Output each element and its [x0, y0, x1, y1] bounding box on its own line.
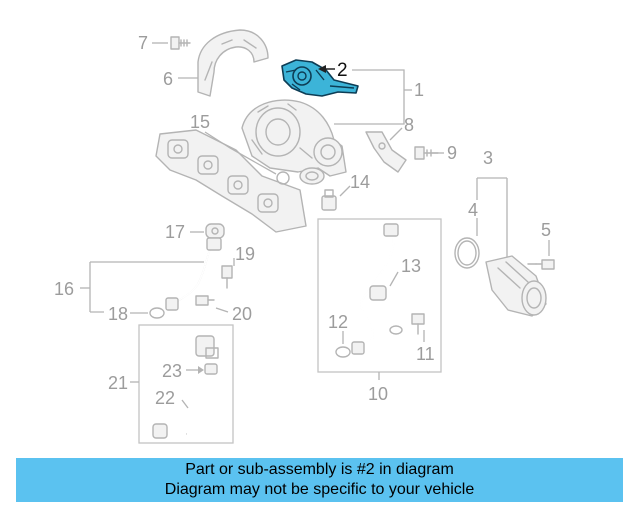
- callout-19: 19: [235, 244, 255, 264]
- part-23-fitting: [195, 335, 219, 359]
- group-box-21: [138, 324, 234, 444]
- leader-14: [339, 185, 351, 197]
- part-20-bolt: [195, 295, 215, 306]
- leader-13: [389, 271, 399, 287]
- part-17-gasket: [205, 223, 225, 239]
- part-22-hose: [178, 363, 218, 436]
- part-13-clip: [369, 285, 387, 301]
- callout-13: 13: [401, 256, 421, 276]
- part-22-clamp: [152, 423, 168, 439]
- callout-18: 18: [108, 304, 128, 324]
- part-2-wastegate-actuator: [281, 59, 359, 97]
- callout-7: 7: [138, 33, 148, 53]
- leader-15: [204, 131, 277, 175]
- callout-4: 4: [468, 200, 478, 220]
- part-6-heat-shield: [197, 29, 269, 97]
- parts-diagram: 7 6 2 1: [54, 29, 555, 444]
- callout-22: 22: [155, 388, 175, 408]
- part-11-bolt: [411, 313, 425, 335]
- leader-1: [334, 69, 405, 125]
- leader-16: [89, 261, 204, 313]
- part-18-washer: [149, 307, 165, 319]
- part-12-washer: [335, 346, 351, 358]
- callout-10: 10: [368, 384, 388, 404]
- callout-15: 15: [190, 112, 210, 132]
- turbocharger-assembly: [241, 99, 347, 185]
- callout-8: 8: [404, 115, 414, 135]
- callout-21: 21: [108, 373, 128, 393]
- callout-3: 3: [483, 148, 493, 168]
- leader-22: [181, 399, 189, 409]
- callout-11: 11: [416, 344, 435, 364]
- callout-5: 5: [541, 220, 551, 240]
- part-19-bolt: [221, 265, 233, 289]
- callout-1: 1: [414, 80, 424, 100]
- arrow-2: [318, 65, 326, 73]
- callout-6: 6: [163, 69, 173, 89]
- callout-9: 9: [447, 143, 457, 163]
- info-banner: Part or sub-assembly is #2 in diagram Di…: [16, 458, 623, 502]
- callout-23: 23: [162, 361, 182, 381]
- banner-line-1: Part or sub-assembly is #2 in diagram: [185, 461, 454, 478]
- part-7-bolt: [170, 36, 191, 50]
- part-8-bracket: [365, 131, 407, 173]
- banner-line-2: Diagram may not be specific to your vehi…: [164, 481, 475, 498]
- part-11-washer: [389, 325, 403, 335]
- callout-14: 14: [350, 172, 370, 192]
- exhaust-manifold: [155, 129, 307, 233]
- part-16-oil-line: [165, 237, 222, 311]
- leader-20: [215, 307, 229, 313]
- callout-12: 12: [328, 312, 348, 332]
- part-5-bolt: [527, 259, 555, 270]
- callout-20: 20: [232, 304, 252, 324]
- leader-3: [476, 177, 508, 258]
- leader-8: [389, 127, 403, 141]
- callout-16: 16: [54, 279, 74, 299]
- part-14-fitting: [321, 189, 337, 211]
- part-4-o-ring: [454, 237, 480, 269]
- part-3-housing: [485, 255, 547, 317]
- callout-17: 17: [165, 222, 185, 242]
- part-15-gasket: [276, 171, 290, 185]
- part-10-coolant-line: [351, 223, 399, 355]
- callout-2: 2: [337, 60, 348, 81]
